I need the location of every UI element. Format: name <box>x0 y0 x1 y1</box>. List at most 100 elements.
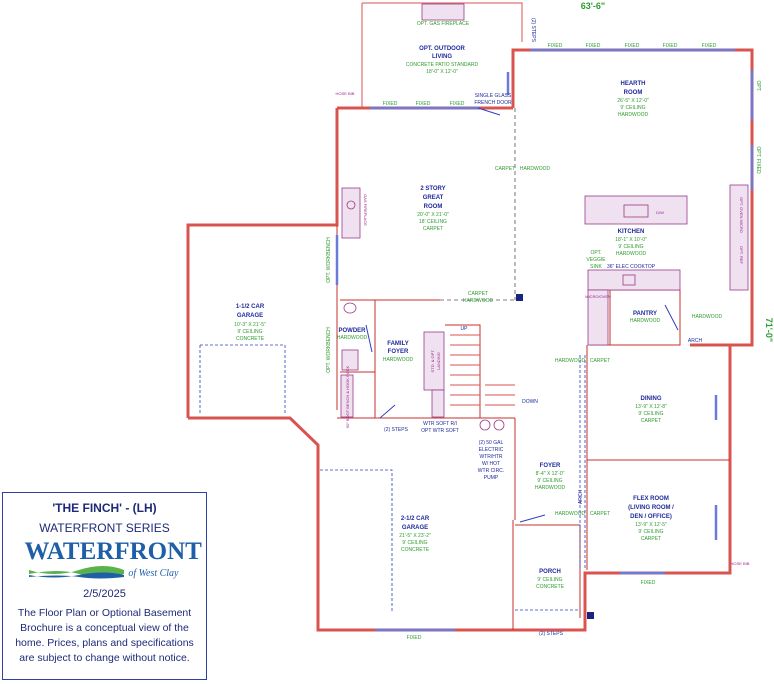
cooktop-icon <box>622 274 636 286</box>
up-label: UP <box>461 326 469 332</box>
disclaimer: The Floor Plan or Optional Basement Broc… <box>15 607 194 664</box>
fixed-label-9: FIXED <box>641 580 656 586</box>
wtr-soft-label-1: WTR SOFT R/I <box>423 421 457 427</box>
dining-size: 13'-9" X 12'-8" <box>635 404 667 410</box>
outdoor-name-2: LIVING <box>432 54 452 60</box>
dining-dashed-opening <box>579 355 586 570</box>
labels: OPT. GAS FIREPLACE 63'-6" 71'-0" OPT. OU… <box>234 1 774 641</box>
foyer-size: 8'-4" X 12'-0" <box>536 471 565 477</box>
veggie-sink-3: SINK <box>590 264 602 270</box>
fixed-label-3: FIXED <box>450 101 465 107</box>
boot-bench <box>340 374 354 418</box>
column-great <box>516 294 523 301</box>
powder-vanity <box>341 349 359 371</box>
kitchen-ceiling: 9' CEILING <box>618 244 643 250</box>
great-name-1: 2 STORY <box>420 186 445 192</box>
water-heater-2 <box>493 419 505 431</box>
fixed-label-2: FIXED <box>416 101 431 107</box>
front-door <box>519 514 546 523</box>
great-carpet-label-2: CARPET <box>468 291 488 297</box>
garage15-name-1: 1-1/2 CAR <box>236 304 265 310</box>
series-name: WATERFRONT SERIES <box>39 521 170 535</box>
opt-workbench-label-2: OPT. WORKBENCH <box>326 327 332 373</box>
flex-name-1: FLEX ROOM <box>633 496 669 502</box>
flex-name-3: DEN / OFFICE) <box>630 514 672 520</box>
flex-hardwood-label: HARDWOOD <box>555 511 586 517</box>
cooktop-label: 36" ELEC COOKTOP <box>607 264 656 270</box>
water-heater-label-2: ELECTRIC <box>479 447 504 453</box>
fixed-label-4: FIXED <box>548 43 563 49</box>
landing-label: LANDING <box>436 352 441 370</box>
stair-wall <box>445 324 481 418</box>
outdoor-name-1: OPT. OUTDOOR <box>419 46 465 52</box>
exterior-walls <box>186 2 754 632</box>
single-glass-2: FRENCH DOOR <box>474 100 512 106</box>
hearth-floor: HARDWOOD <box>618 112 649 118</box>
kitchen-sink <box>623 204 649 218</box>
plan-date: 2/5/2025 <box>83 588 126 600</box>
kitchen-hardwood-label: HARDWOOD <box>692 314 723 320</box>
water-heater-label-3: WTR/HTR <box>479 454 502 460</box>
outdoor-living-outline <box>361 2 523 108</box>
kitchen-floor: HARDWOOD <box>616 251 647 257</box>
powder-door <box>365 324 373 353</box>
overall-depth-dimension: 71'-0" <box>764 318 774 342</box>
hearth-name-2: ROOM <box>624 90 643 96</box>
left-garage-wall <box>186 108 339 418</box>
family-foyer-name-2: FOYER <box>388 349 409 355</box>
steps-garage-label: (2) STEPS <box>384 427 409 433</box>
powder-name: POWDER <box>339 328 367 334</box>
logo-subtitle: of West Clay <box>128 568 179 579</box>
flex-size: 13'-9" X 12'-5" <box>635 522 667 528</box>
great-floor: CARPET <box>423 226 443 232</box>
hearth-size: 26'-5" X 12'-0" <box>617 98 649 104</box>
garage15-ceiling: 9' CEILING <box>237 329 262 335</box>
powder-floor: HARDWOOD <box>337 335 368 341</box>
porch-name: PORCH <box>539 569 561 575</box>
opt-gas-fireplace-top <box>421 3 465 21</box>
wtr-soft-label-2: OPT WTR SOFT <box>421 428 459 434</box>
opt-oven-label: OPT. OVEN MICRO <box>739 197 744 233</box>
boot-bench-label: 60" BOOT BENCH & HOOK RACK <box>345 366 350 429</box>
opt-gas-fireplace-label: OPT. GAS FIREPLACE <box>417 21 470 27</box>
garage-bay-dashed <box>199 344 286 415</box>
waterfront-logo: WATERFRONT of West Clay <box>25 538 202 586</box>
garage25-name-2: GARAGE <box>402 525 428 531</box>
pantry-floor: HARDWOOD <box>630 318 661 324</box>
dining-hardwood-label: HARDWOOD <box>555 358 586 364</box>
plan-title: 'THE FINCH' - (LH) <box>52 501 157 515</box>
stairs <box>450 334 515 406</box>
foyer-floor: HARDWOOD <box>535 485 566 491</box>
doors <box>365 107 679 619</box>
oven-ref-wall <box>729 184 749 291</box>
pantry-name: PANTRY <box>633 311 657 317</box>
garage25-size: 21'-5" X 23'-2" <box>399 533 431 539</box>
veggie-sink-1: OPT. <box>590 250 601 256</box>
fixed-label-1: FIXED <box>383 101 398 107</box>
steps-porch-label: (2) STEPS <box>539 631 564 637</box>
gas-fireplace-label: GAS FIREPLACE <box>363 194 368 226</box>
hose-bib-front: HOSE BIB <box>731 561 750 566</box>
fireplace-icon <box>346 200 356 210</box>
arch-label: ARCH <box>688 338 703 344</box>
water-softener <box>431 389 445 418</box>
french-door-swing <box>477 107 501 116</box>
toilet-icon <box>343 302 357 314</box>
garage-entry-door <box>379 404 396 419</box>
great-name-2: GREAT <box>423 195 444 201</box>
garage15-floor: CONCRETE <box>236 336 265 342</box>
micro-oven-cab <box>587 289 609 346</box>
porch-floor: CONCRETE <box>536 584 565 590</box>
hearth-hardwood-label: HARDWOOD <box>520 166 551 172</box>
fixed-label-10: FIXED <box>407 635 422 641</box>
garage25-name-1: 2-1/2 CAR <box>401 516 430 522</box>
fixed-label-6: FIXED <box>625 43 640 49</box>
single-glass-1: SINGLE GLASS <box>475 93 512 99</box>
dining-ceiling: 9' CEILING <box>638 411 663 417</box>
flex-carpet-label: CARPET <box>590 511 610 517</box>
garage15-size: 10'-3" X 21'-5" <box>234 322 266 328</box>
foyer-name: FOYER <box>540 463 561 469</box>
pantry-door <box>664 304 679 331</box>
